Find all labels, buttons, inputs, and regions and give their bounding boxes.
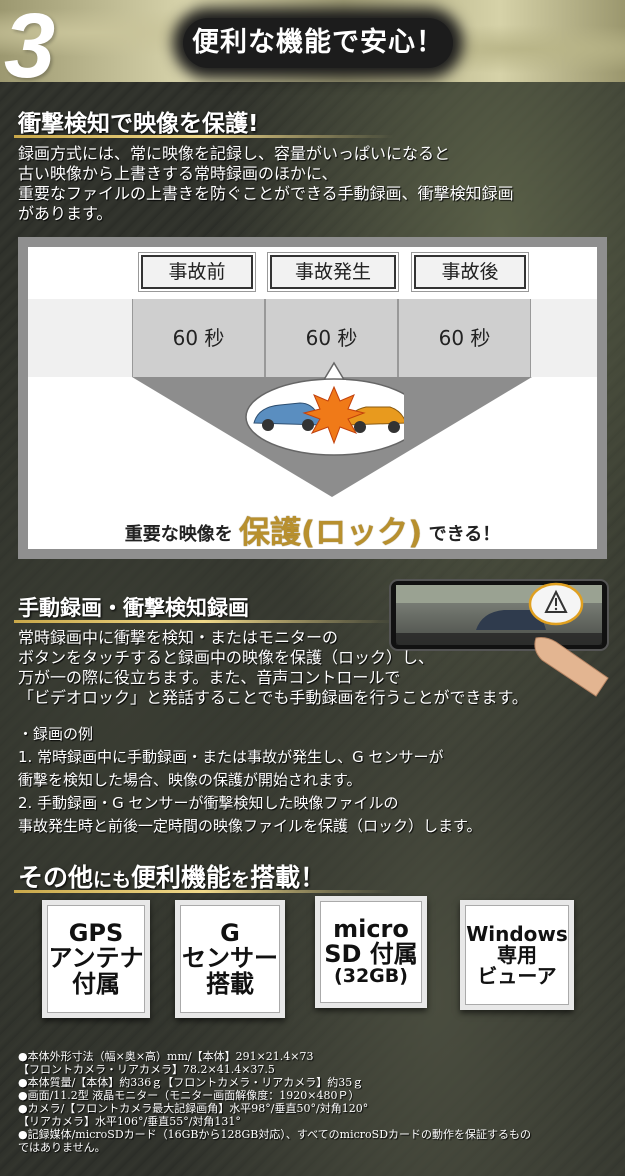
finger-icon (534, 637, 609, 697)
example-line: 衝撃を検知した場合、映像の保護が開始されます。 (18, 771, 362, 789)
diagram-canvas: 事故前 事故発生 事故後 60 秒 60 秒 60 秒 (28, 247, 597, 552)
spec-line: 【フロントカメラ・リアカメラ】78.2×41.4×37.5 (18, 1063, 275, 1076)
conclusion-pre: 重要な映像を (124, 524, 233, 545)
recording-examples: ・録画の例 1. 常時録画中に手動録画・または事故が発生し、G センサーが 衝撃… (18, 723, 482, 838)
tile-line: 専用 (497, 942, 537, 967)
tile-line: 搭載 (206, 969, 254, 998)
example-line: 1. 常時録画中に手動録画・または事故が発生し、G センサーが (18, 748, 444, 766)
features-heading: その他にも便利機能を搭載！ (18, 858, 325, 894)
impact-line: 録画方式には、常に映像を記録し、容量がいっぱいになると (18, 144, 451, 163)
example-line: ・録画の例 (18, 725, 94, 743)
tile-line: アンテナ (48, 944, 144, 973)
impact-heading: 衝撃検知で映像を保護! (18, 111, 259, 137)
manual-heading: 手動録画・衝撃検知録画 (18, 596, 249, 620)
conclusion-post: できる！ (428, 524, 501, 545)
label-accident: 事故発生 (270, 255, 396, 289)
tile-line: (32GB) (334, 965, 408, 988)
conclusion-highlight: 保護(ロック) (239, 515, 423, 551)
features-heading-part: その他 (18, 863, 94, 892)
features-heading-underline (14, 890, 394, 893)
impact-line: 古い映像から上書きする常時録画のほかに、 (18, 164, 338, 183)
diagram-conclusion: 重要な映像を 保護(ロック) できる！ (28, 507, 597, 552)
accident-illustration (245, 361, 404, 456)
tile-line: 付属 (72, 969, 120, 998)
spec-line: ●本体外形寸法（幅×奥×高）mm/【本体】291×21.4×73 (18, 1050, 314, 1063)
manual-line: 「ビデオロック」と発話することでも手動録画を行うことができます。 (18, 688, 528, 707)
car-left-icon (253, 402, 323, 431)
spec-line: ●記録媒体/microSDカード（16GBから128GB対応）、すべてのmicr… (18, 1128, 532, 1141)
label-after-accident: 事故後 (414, 255, 526, 289)
spec-line: ではありません。 (18, 1141, 106, 1154)
manual-line: 万が一の際に役立ちます。また、音声コントロールで (18, 668, 401, 687)
example-line: 2. 手動録画・G センサーが衝撃検知した映像ファイルの (18, 794, 399, 812)
tile-line: センサー (182, 944, 278, 973)
tile-line: GPS (68, 919, 124, 948)
impact-burst-icon (302, 385, 366, 445)
feature-tile-gsensor: G センサー 搭載 (175, 900, 285, 1018)
segment-before: 60 秒 (132, 299, 265, 377)
manual-description: 常時録画中に衝撃を検知・またはモニターの ボタンをタッチすると録画中の映像を保護… (18, 628, 528, 708)
warning-bubble-icon (528, 582, 584, 626)
product-specifications: ●本体外形寸法（幅×奥×高）mm/【本体】291×21.4×73 【フロントカメ… (18, 1050, 613, 1154)
tile-line: SD 付属 (324, 940, 418, 969)
feature-tile-microsd: micro SD 付属 (32GB) (315, 896, 427, 1008)
spec-line: ●本体質量/【本体】約336ｇ【フロントカメラ・リアカメラ】約35ｇ (18, 1076, 364, 1089)
impact-line: 重要なファイルの上書きを防ぐことができる手動録画、衝撃検知録画 (18, 184, 514, 203)
features-heading-part: 搭載！ (250, 863, 326, 892)
impact-line: があります。 (18, 204, 113, 223)
feature-tile-windows-viewer: Windows 専用 ビューア (460, 900, 574, 1010)
label-before-accident: 事故前 (141, 255, 253, 289)
mirror-monitor-photo (389, 579, 609, 697)
tile-line: Windows (466, 921, 568, 946)
impact-description: 録画方式には、常に映像を記録し、容量がいっぱいになると 古い映像から上書きする常… (18, 144, 514, 224)
tile-line: G (220, 919, 240, 948)
segment-accident: 60 秒 (265, 299, 398, 377)
feature-tile-gps: GPS アンテナ 付属 (42, 900, 150, 1018)
spec-line: ●カメラ/【フロントカメラ最大記録画角】水平98°/垂直50°/対角120° (18, 1102, 369, 1115)
section-number: 3 (4, 0, 56, 97)
segment-after: 60 秒 (398, 299, 531, 377)
manual-line: 常時録画中に衝撃を検知・またはモニターの (18, 628, 339, 647)
manual-heading-underline (14, 620, 394, 623)
spec-line: ●画面/11.2型 液晶モニター（モニター画面解像度：1920×480Ｐ） (18, 1089, 360, 1102)
tile-line: micro (333, 914, 409, 943)
recording-diagram: 事故前 事故発生 事故後 60 秒 60 秒 60 秒 (18, 237, 607, 559)
features-heading-part: 便利機能 (131, 863, 232, 892)
page-title: 便利な機能で安心！ (183, 18, 453, 68)
spec-line: 【リアカメラ】水平106°/垂直55°/対角131° (18, 1115, 241, 1128)
features-heading-part: を (231, 869, 251, 891)
example-line: 事故発生時と前後一定時間の映像ファイルを保護（ロック）します。 (18, 817, 482, 835)
impact-heading-underline (14, 135, 394, 138)
tile-line: ビューア (477, 963, 557, 988)
features-heading-part: にも (93, 869, 132, 891)
manual-line: ボタンをタッチすると録画中の映像を保護（ロック）し、 (18, 648, 435, 667)
timeline-bar: 60 秒 60 秒 60 秒 (28, 299, 597, 377)
